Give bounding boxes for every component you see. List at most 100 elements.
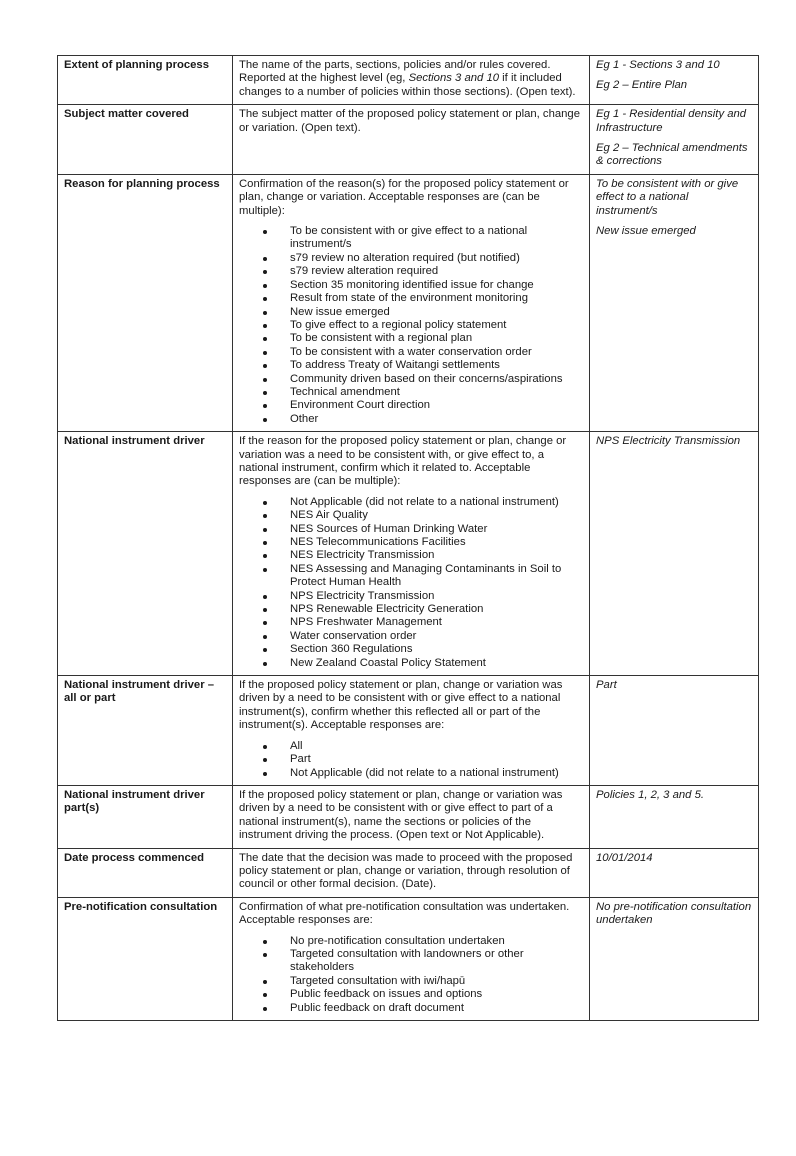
example-cell: 10/01/2014 <box>589 847 759 898</box>
example-text: Part <box>596 679 617 692</box>
list-item: s79 review no alteration required (but n… <box>263 252 583 265</box>
list-item: Targeted consultation with landowners or… <box>263 948 583 975</box>
list-item: Public feedback on draft document <box>263 1002 583 1015</box>
table-row: National instrument driver – all or part… <box>57 675 759 786</box>
example-text: Eg 2 – Entire Plan <box>596 79 688 92</box>
field-name-cell: National instrument driver – all or part <box>57 675 233 786</box>
description-fragment: If the proposed policy statement or plan… <box>239 679 563 732</box>
list-item: To be consistent with a water conservati… <box>263 346 583 359</box>
list-item: Environment Court direction <box>263 399 583 412</box>
list-item: To be consistent with a regional plan <box>263 332 583 345</box>
attribute-table-body: Extent of planning process The name of th… <box>57 54 759 1022</box>
field-name-cell: Date process commenced <box>57 847 233 898</box>
list-item: Public feedback on issues and options <box>263 988 583 1001</box>
list-item: Not Applicable (did not relate to a nati… <box>263 496 583 509</box>
description-cell: If the reason for the proposed policy st… <box>232 431 590 677</box>
table-row: Reason for planning process Confirmation … <box>57 173 759 433</box>
description-cell: The date that the decision was made to p… <box>232 847 590 898</box>
table-row: Subject matter covered The subject matter… <box>57 104 759 175</box>
field-name-cell: National instrument driver <box>57 431 233 677</box>
description-fragment: The subject matter of the proposed polic… <box>239 108 580 134</box>
list-item: Community driven based on their concerns… <box>263 373 583 386</box>
description-fragment: if it included changes to a number of po… <box>239 72 576 98</box>
example-text: 10/01/2014 <box>596 851 653 864</box>
description-text: Confirmation of the reason(s) for the pr… <box>239 178 583 218</box>
description-cell: If the proposed policy statement or plan… <box>232 784 590 849</box>
description-fragment: If the reason for the proposed policy st… <box>239 435 567 488</box>
field-name: National instrument driver <box>64 435 205 448</box>
example-text: Eg 1 - Residential density and Infrastru… <box>596 108 747 134</box>
description-text: Confirmation of what pre-notification co… <box>239 901 583 928</box>
list-item: Result from state of the environment mon… <box>263 292 583 305</box>
list-item: Technical amendment <box>263 386 583 399</box>
example-text: Eg 1 - Sections 3 and 10 <box>596 59 720 71</box>
description-cell: Confirmation of what pre-notification co… <box>232 896 590 1022</box>
description-text: If the proposed policy statement or plan… <box>239 679 583 733</box>
example-cell: No pre-notification consultation underta… <box>589 896 759 1022</box>
list-item: NES Sources of Human Drinking Water <box>263 523 583 536</box>
description-fragment: If the proposed policy statement or plan… <box>239 788 563 842</box>
description-text: If the proposed policy statement or plan… <box>239 789 583 843</box>
example-cell: Part <box>589 675 759 786</box>
example-text: NPS Electricity Transmission <box>596 435 741 448</box>
description-text: The date that the decision was made to p… <box>239 852 583 892</box>
list-item: New Zealand Coastal Policy Statement <box>263 657 583 670</box>
field-name: Date process commenced <box>64 851 205 864</box>
example-text: Eg 2 – Technical amendments & correction… <box>596 142 748 168</box>
table-row: Date process commenced The date that the … <box>57 847 759 898</box>
field-name-cell: Extent of planning process <box>57 54 233 106</box>
table-row: Pre-notification consultation Confirmatio… <box>57 896 759 1022</box>
description-text: The name of the parts, sections, policie… <box>239 59 583 99</box>
description-cell: The name of the parts, sections, policie… <box>232 54 590 106</box>
acceptable-responses-list: No pre-notification consultation underta… <box>239 935 583 1015</box>
table-row: Extent of planning process The name of th… <box>57 54 759 106</box>
description-text: If the reason for the proposed policy st… <box>239 435 583 489</box>
table-row: National instrument driver part(s) If the… <box>57 784 759 849</box>
list-item: No pre-notification consultation underta… <box>263 935 583 948</box>
description-emphasis: Sections 3 and 10 <box>408 72 500 85</box>
list-item: New issue emerged <box>263 306 583 319</box>
description-fragment: Confirmation of the reason(s) for the pr… <box>239 177 569 217</box>
example-cell: Eg 1 - Sections 3 and 10 Eg 2 – Entire Pl… <box>589 54 759 106</box>
list-item: Not Applicable (did not relate to a nati… <box>263 767 583 780</box>
field-name: Subject matter covered <box>64 108 189 121</box>
example-text: Policies 1, 2, 3 and 5. <box>596 788 705 801</box>
description-cell: Confirmation of the reason(s) for the pr… <box>232 173 590 433</box>
list-item: Section 360 Regulations <box>263 643 583 656</box>
description-cell: The subject matter of the proposed polic… <box>232 104 590 175</box>
description-fragment: The date that the decision was made to p… <box>239 851 573 891</box>
list-item: To give effect to a regional policy stat… <box>263 319 583 332</box>
example-text: No pre-notification consultation underta… <box>596 900 752 927</box>
description-fragment: The name of the parts, sections, policie… <box>239 59 551 85</box>
example-cell: Eg 1 - Residential density and Infrastru… <box>589 104 759 175</box>
list-item: Section 35 monitoring identified issue f… <box>263 279 583 292</box>
acceptable-responses-list: To be consistent with or give effect to … <box>239 225 583 426</box>
example-cell: NPS Electricity Transmission <box>589 431 759 677</box>
field-name: Pre-notification consultation <box>64 900 218 913</box>
list-item: NES Assessing and Managing Contaminants … <box>263 563 583 590</box>
example-text: New issue emerged <box>596 225 696 238</box>
list-item: NES Telecommunications Facilities <box>263 536 583 549</box>
field-name-cell: Reason for planning process <box>57 173 233 433</box>
list-item: NES Air Quality <box>263 509 583 522</box>
field-name-cell: Pre-notification consultation <box>57 896 233 1022</box>
list-item: s79 review alteration required <box>263 265 583 278</box>
description-fragment: Confirmation of what pre-notification co… <box>239 900 570 927</box>
list-item: To address Treaty of Waitangi settlement… <box>263 359 583 372</box>
list-item: NPS Electricity Transmission <box>263 590 583 603</box>
list-item: All <box>263 740 583 753</box>
field-name: Extent of planning process <box>64 59 209 71</box>
example-cell: To be consistent with or give effect to … <box>589 173 759 433</box>
example-cell: Policies 1, 2, 3 and 5. <box>589 784 759 849</box>
list-item: Part <box>263 753 583 766</box>
field-name: Reason for planning process <box>64 177 220 190</box>
attribute-table: Extent of planning process The name of th… <box>57 54 759 1022</box>
table-row: National instrument driver If the reason … <box>57 431 759 677</box>
list-item: NPS Freshwater Management <box>263 616 583 629</box>
field-name: National instrument driver – all or part <box>64 679 215 705</box>
field-name-cell: National instrument driver part(s) <box>57 784 233 849</box>
acceptable-responses-list: Not Applicable (did not relate to a nati… <box>239 496 583 670</box>
field-name: National instrument driver part(s) <box>64 788 205 815</box>
example-text: To be consistent with or give effect to … <box>596 177 739 217</box>
description-cell: If the proposed policy statement or plan… <box>232 675 590 786</box>
